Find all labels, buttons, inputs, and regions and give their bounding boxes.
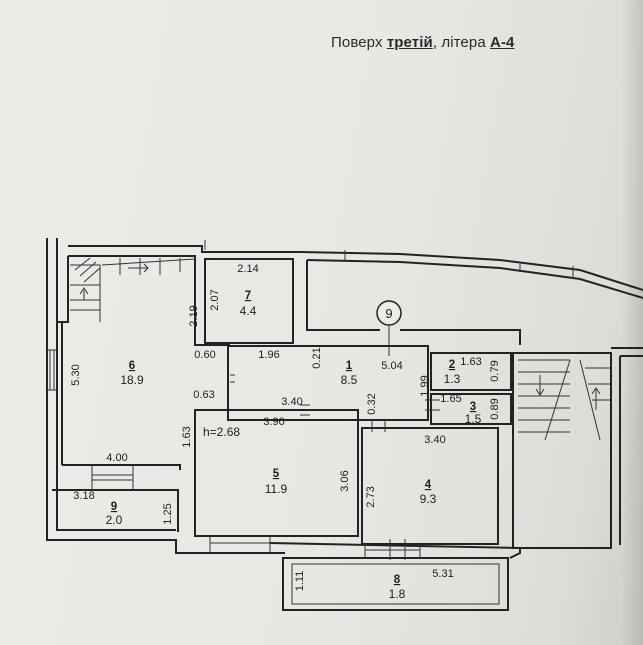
dimension-label: 0.21 (311, 347, 323, 368)
dimension-label: 5.30 (70, 364, 82, 385)
room-5-area: 11.9 (265, 482, 288, 496)
room-7-area: 4.4 (240, 304, 257, 318)
dimension-label: 1.96 (258, 349, 279, 361)
dimension-label: 0.79 (489, 360, 501, 381)
room-labels: 6 18.9 7 4.4 1 8.5 2 1.3 3 1.5 4 9.3 5 1… (106, 290, 482, 601)
floor-title-prefix: Поверх (331, 34, 387, 51)
dimension-label: 0.89 (489, 398, 501, 419)
windows-and-doors (47, 240, 574, 560)
axis-marker-circle (376, 300, 402, 326)
room-5-number: 5 (273, 468, 280, 480)
room-8-number: 8 (394, 574, 401, 586)
dimension-label: 2.14 (237, 263, 258, 275)
dimension-label: 0.32 (366, 393, 378, 414)
dimension-label: 3.06 (339, 470, 351, 491)
dimension-label: 0.63 (193, 389, 214, 401)
dimension-label: 3.18 (73, 490, 94, 502)
walls (46, 238, 643, 611)
axis-marker: 9 (376, 300, 402, 356)
floor-title: Поверх третій, літера А-4 (331, 34, 515, 51)
dimension-label: 1.25 (162, 503, 174, 524)
dimension-label: 1.11 (294, 571, 306, 592)
dimension-label: 2.73 (365, 486, 377, 507)
dimension-label: 1.63 (181, 426, 193, 447)
room-7-number: 7 (245, 290, 251, 302)
dimension-label: 2.19 (188, 305, 200, 326)
stairs (70, 257, 610, 441)
ceiling-height: h=2.68 (203, 425, 240, 439)
dimension-label: 2.07 (209, 289, 221, 310)
dimension-label: 1.63 (460, 356, 481, 368)
dimension-label: 3.90 (263, 416, 284, 428)
floor-title-middle: , літера (432, 34, 491, 51)
room-9-area: 2.0 (106, 513, 123, 527)
dimension-label: 1.99 (419, 375, 431, 396)
dimension-label: 3.40 (281, 396, 302, 408)
room-6-number: 6 (129, 360, 135, 372)
building-letter: А-4 (490, 34, 515, 51)
dimension-label: 5.04 (381, 360, 402, 372)
room-1-number: 1 (346, 360, 353, 372)
room-4-number: 4 (425, 479, 432, 491)
room-4-area: 9.3 (420, 492, 437, 506)
page-edge-shadow (621, 0, 643, 645)
room-8-area: 1.8 (389, 587, 406, 601)
dimension-label: 0.60 (194, 349, 215, 361)
room-2-number: 2 (449, 359, 455, 371)
room-2-area: 1.3 (444, 372, 461, 386)
axis-marker-label: 9 (385, 306, 392, 321)
room-9-number: 9 (111, 501, 117, 513)
room-3-area: 1.5 (465, 412, 482, 426)
dimension-label: 4.00 (106, 452, 127, 464)
dimension-label: 1.65 (440, 393, 461, 405)
dimension-label: 3.40 (424, 434, 445, 446)
floor-word: третій (386, 34, 433, 51)
dimension-label: 5.31 (432, 568, 453, 580)
room-1-area: 8.5 (341, 373, 358, 387)
dimension-labels: 2.14 2.07 2.19 5.30 0.60 1.96 0.21 5.04 … (70, 263, 501, 591)
room-3-number: 3 (470, 401, 476, 413)
room-6-area: 18.9 (120, 373, 144, 387)
